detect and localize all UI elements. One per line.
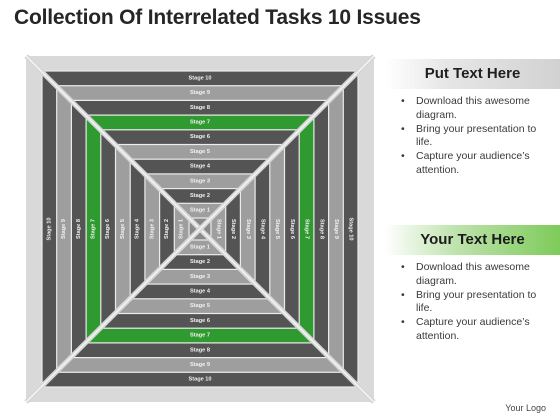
stage-2-label-right: Stage 2 [230, 219, 236, 239]
stage-3-label-top: Stage 3 [190, 178, 210, 184]
stage-8-label-top: Stage 8 [190, 105, 210, 111]
text-panel-2: Your Text Here Download this awesome dia… [385, 225, 560, 344]
stage-6-label-top: Stage 6 [190, 134, 210, 140]
stage-3-label-right: Stage 3 [245, 219, 251, 239]
bullet-item: Download this awesome diagram. [401, 95, 560, 122]
bullet-item: Capture your audience’s attention. [401, 316, 560, 343]
stage-2-label-left: Stage 2 [164, 219, 170, 239]
stage-7-label-left: Stage 7 [90, 219, 96, 239]
stage-4-label-left: Stage 4 [135, 218, 141, 239]
stage-3-label-left: Stage 3 [149, 219, 155, 239]
stage-10-label-left: Stage 10 [46, 217, 52, 240]
bullet-list: Download this awesome diagram. Bring you… [385, 95, 560, 177]
stage-2-label-bottom: Stage 2 [190, 259, 210, 265]
stage-2-label-top: Stage 2 [190, 193, 210, 199]
stage-5-label-bottom: Stage 5 [190, 303, 210, 309]
stage-8-label-bottom: Stage 8 [190, 347, 210, 353]
stage-7-label-bottom: Stage 7 [190, 333, 210, 339]
bullet-item: Capture your audience’s attention. [401, 150, 560, 177]
bullet-item: Download this awesome diagram. [401, 261, 560, 288]
stage-4-label-right: Stage 4 [259, 219, 265, 240]
stage-5-label-right: Stage 5 [274, 219, 280, 239]
stage-7-label-top: Stage 7 [190, 119, 210, 125]
logo-text: Your Logo [505, 403, 546, 413]
interrelated-tasks-diagram: Stage 1 Stage 1 Stage 1 Stage 1 Stage 2 Stage… [24, 54, 376, 404]
stage-6-label-left: Stage 6 [105, 219, 111, 239]
stage-10-label-bottom: Stage 10 [188, 377, 211, 383]
stage-9-label-top: Stage 9 [190, 90, 210, 96]
bullet-item: Bring your presentation to life. [401, 289, 560, 316]
panel-header: Put Text Here [385, 59, 560, 89]
stage-6-label-right: Stage 6 [289, 219, 295, 239]
stage-3-label-bottom: Stage 3 [190, 274, 210, 280]
stage-10-label-right: Stage 10 [348, 217, 354, 240]
stage-6-label-bottom: Stage 6 [190, 318, 210, 324]
stage-1-label-bottom: Stage 1 [190, 244, 210, 250]
stage-9-label-bottom: Stage 9 [190, 362, 210, 368]
stage-7-label-right: Stage 7 [304, 219, 310, 239]
stage-8-label-right: Stage 8 [318, 219, 324, 239]
stage-5-label-left: Stage 5 [120, 219, 126, 239]
text-panel-1: Put Text Here Download this awesome diag… [385, 59, 560, 178]
panel-header: Your Text Here [385, 225, 560, 255]
stage-9-label-right: Stage 9 [333, 219, 339, 239]
bullet-list: Download this awesome diagram. Bring you… [385, 261, 560, 343]
diagonal-highlight [25, 55, 375, 403]
stage-1-label-right: Stage 1 [215, 219, 221, 239]
page-title: Collection Of Interrelated Tasks 10 Issu… [14, 6, 421, 29]
stage-10-label-top: Stage 10 [188, 75, 211, 81]
stage-9-label-left: Stage 9 [61, 219, 67, 239]
bullet-item: Bring your presentation to life. [401, 123, 560, 150]
stage-4-label-top: Stage 4 [190, 164, 211, 170]
stage-5-label-top: Stage 5 [190, 149, 210, 155]
stage-4-label-bottom: Stage 4 [190, 288, 211, 294]
stage-1-label-left: Stage 1 [179, 219, 185, 239]
stage-1-label-top: Stage 1 [190, 208, 210, 214]
stage-8-label-left: Stage 8 [76, 219, 82, 239]
